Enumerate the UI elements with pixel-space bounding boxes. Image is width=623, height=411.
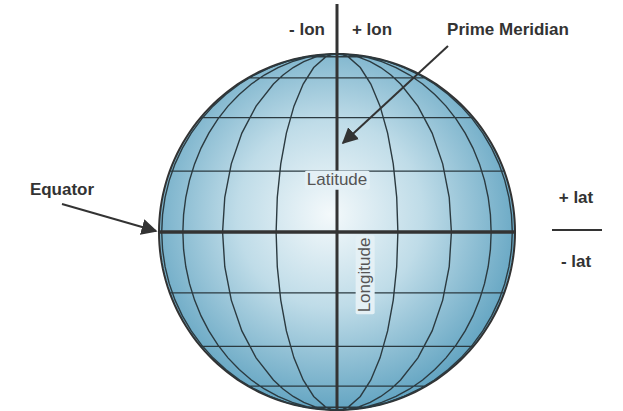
axis-sign-label: + lat	[559, 189, 594, 208]
axis-sign-label: - lat	[561, 253, 591, 272]
divider-line	[552, 229, 602, 231]
axis-name: Longitude	[356, 236, 375, 315]
globe-sphere	[159, 54, 515, 410]
axis-name: Latitude	[305, 171, 370, 190]
leader-arrow	[62, 204, 156, 231]
prime-meridian-line	[336, 54, 339, 410]
axis-sign-label: - lon	[289, 21, 325, 40]
globe	[159, 54, 515, 410]
axis-sign-label: + lon	[352, 21, 392, 40]
meridian-extension	[336, 4, 339, 54]
leader-arrow	[343, 46, 448, 143]
callout-label: Prime Meridian	[447, 21, 569, 40]
callout-label: Equator	[30, 181, 94, 200]
graticule	[159, 54, 515, 410]
